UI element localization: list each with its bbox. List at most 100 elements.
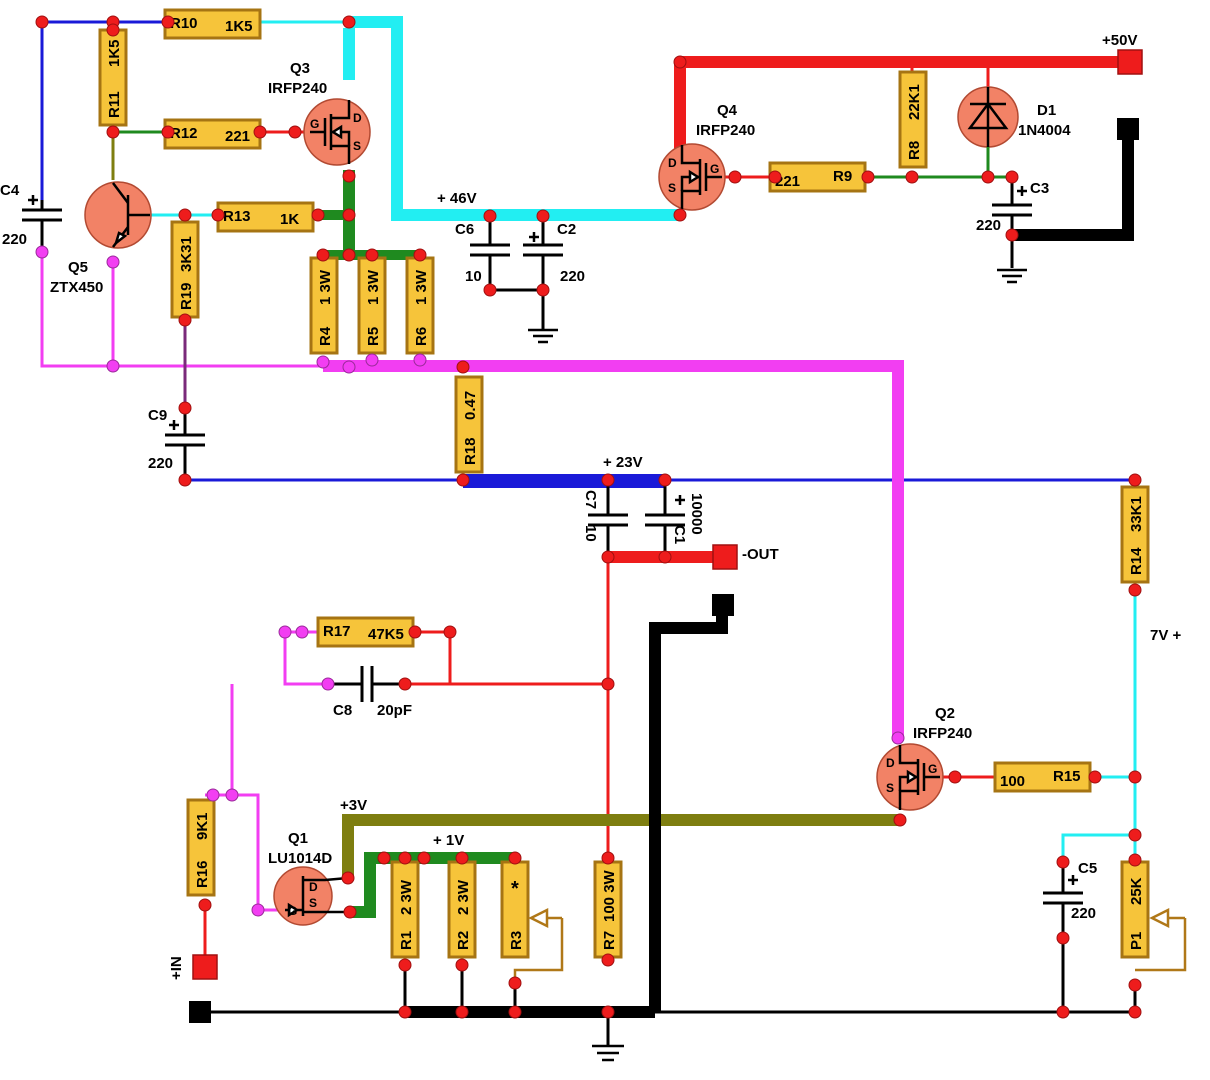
resistor-ref: R4	[317, 326, 334, 346]
wire-olive-3v	[342, 814, 900, 878]
terminal-in[interactable]	[192, 954, 218, 980]
c9-value: 220	[148, 455, 173, 472]
resistor-r12[interactable]: R12 221	[163, 118, 262, 150]
c6-value: 10	[465, 268, 482, 285]
resistor-value: 100	[1000, 773, 1025, 790]
resistor-value: 33K1	[1128, 496, 1145, 532]
resistor-value: 1 3W	[317, 269, 334, 305]
resistor-ref: R6	[413, 327, 430, 346]
terminal-50v[interactable]	[1117, 49, 1143, 75]
pin-d-label: D	[886, 756, 895, 770]
diode-d1[interactable]	[957, 86, 1019, 177]
c2-value: 220	[560, 268, 585, 285]
terminal-50v-ground[interactable]	[1117, 118, 1139, 140]
pin-d-label: D	[309, 880, 318, 894]
q5-ref: Q5	[68, 259, 88, 276]
wire-magenta-main	[323, 360, 904, 738]
terminal-in-ground[interactable]	[189, 1001, 211, 1023]
ground-symbols	[528, 268, 1027, 1062]
resistor-ref: R5	[365, 327, 382, 346]
supply-46v-label: + 46V	[437, 190, 477, 207]
bjt-q5[interactable]	[84, 181, 152, 249]
c2-ref: C2	[557, 221, 576, 238]
resistor-r10[interactable]: R10 1K5	[163, 8, 262, 40]
wire-cyan-c5	[1061, 833, 1135, 862]
resistor-ref: R12	[170, 125, 198, 142]
c6-ref: C6	[455, 221, 474, 238]
wire-red-r17	[415, 630, 452, 684]
c9-ref: C9	[148, 407, 167, 424]
capacitor-c8[interactable]	[328, 666, 405, 702]
output-label: -OUT	[742, 546, 779, 563]
resistor-ref: R14	[1128, 547, 1145, 575]
resistor-ref: R2	[455, 931, 472, 950]
plus-icon	[169, 420, 179, 430]
resistor-r18[interactable]: R18 0.47	[454, 375, 484, 474]
mosfet-q3[interactable]: G D S	[303, 98, 371, 166]
c8-value: 20pF	[377, 702, 412, 719]
polarity-marks	[28, 186, 1078, 885]
resistor-ref: R13	[223, 208, 251, 225]
input-label: +IN	[168, 956, 185, 980]
resistor-r15[interactable]: 100 R15	[993, 761, 1092, 793]
d1-ref: D1	[1037, 102, 1056, 119]
resistor-r16[interactable]: R16 9K1	[186, 798, 216, 897]
c8-ref: C8	[333, 702, 352, 719]
resistor-ref: R3	[508, 931, 525, 950]
supply-50v-label: +50V	[1102, 32, 1137, 49]
resistor-r8[interactable]: R8 22K1	[898, 70, 928, 169]
resistor-r7[interactable]: R7 100 3W	[593, 860, 623, 959]
resistor-r19[interactable]: R19 3K31	[170, 220, 200, 319]
resistor-value: 25K	[1128, 877, 1145, 905]
q5-part: ZTX450	[50, 279, 103, 296]
resistor-value: 3K31	[178, 236, 195, 272]
supply-7v-label: 7V +	[1150, 627, 1182, 644]
terminal-out-ground[interactable]	[712, 594, 734, 616]
resistor-ref: R7	[601, 931, 618, 950]
c7-value: 10	[582, 525, 599, 542]
resistor-r13[interactable]: R13 1K	[216, 201, 315, 233]
wire-magenta-left	[40, 252, 323, 368]
capacitor-c4[interactable]	[22, 200, 62, 252]
q3-ref: Q3	[290, 60, 310, 77]
q1-part: LU1014D	[268, 850, 332, 867]
resistor-r14[interactable]: R14 33K1	[1120, 485, 1150, 584]
resistor-ref: R11	[106, 91, 123, 118]
q2-ref: Q2	[935, 705, 955, 722]
pin-g-label: G	[928, 762, 937, 776]
resistor-value: 1 3W	[365, 269, 382, 305]
resistor-r9[interactable]: 221 R9	[768, 161, 867, 193]
pin-g-label: G	[310, 117, 319, 131]
capacitor-c1[interactable]	[645, 481, 685, 557]
resistor-r1[interactable]: R1 2 3W	[390, 860, 420, 959]
plus-icon	[1017, 186, 1027, 196]
resistor-value: 1K5	[225, 18, 253, 35]
mosfet-q4[interactable]: G D S	[658, 143, 726, 211]
resistor-ref: R8	[906, 141, 923, 160]
resistor-r17[interactable]: R17 47K5	[316, 616, 415, 648]
pin-s-label: S	[309, 896, 317, 910]
ground-icon	[528, 328, 558, 344]
capacitor-c7[interactable]	[588, 481, 628, 557]
resistor-r6[interactable]: R6 1 3W	[405, 256, 435, 355]
resistor-r11[interactable]: R11 1K5	[98, 28, 128, 127]
terminal-out[interactable]	[712, 544, 738, 570]
jfet-q1[interactable]: G D S	[273, 866, 350, 926]
resistor-r3[interactable]: R3 *	[500, 860, 530, 959]
resistor-value: 2 3W	[398, 879, 415, 915]
wire-black-50v	[1012, 135, 1134, 241]
wire-magenta-fb2	[283, 632, 328, 686]
supply-23v-label: + 23V	[603, 454, 643, 471]
c5-ref: C5	[1078, 860, 1097, 877]
resistor-ref: R17	[323, 623, 351, 640]
capacitor-c5[interactable]	[1043, 862, 1083, 938]
resistor-r5[interactable]: R5 1 3W	[357, 256, 387, 355]
pin-g-label: G	[288, 904, 297, 918]
resistor-r4[interactable]: R4 1 3W	[309, 256, 339, 355]
mosfet-q2[interactable]: G D S	[876, 743, 944, 811]
resistor-value: 47K5	[368, 626, 404, 643]
pin-s-label: S	[353, 139, 361, 153]
resistor-r2[interactable]: R2 2 3W	[447, 860, 477, 959]
potentiometer-p1[interactable]: P1 25K	[1120, 860, 1150, 959]
q3-part: IRFP240	[268, 80, 327, 97]
